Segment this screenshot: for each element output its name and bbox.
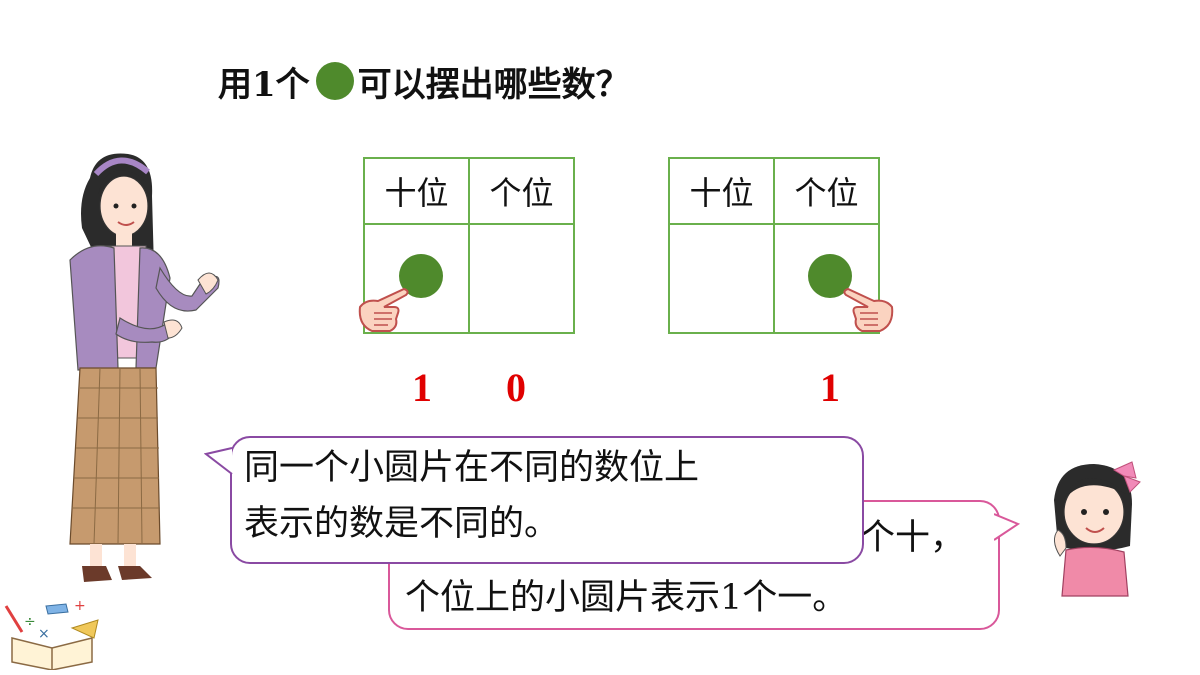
teacher-bubble-line-2: 表示的数是不同的。 xyxy=(244,504,560,544)
column-divider xyxy=(468,159,470,332)
digit-tens-table-1: 1 xyxy=(412,365,432,410)
title-prefix: 用1个 xyxy=(218,64,310,105)
girl-illustration xyxy=(1054,461,1141,597)
column-divider xyxy=(773,159,775,332)
page-title: 用1个 可以摆出哪些数？ xyxy=(218,56,630,106)
svg-text:×: × xyxy=(38,626,50,642)
place-value-table-1: 十位 个位 xyxy=(363,157,575,334)
svg-text:÷: ÷ xyxy=(24,614,36,630)
teacher-bubble-line-1: 同一个小圆片在不同的数位上 xyxy=(244,448,700,488)
girl-bubble-tail xyxy=(994,513,1020,541)
tens-header: 十位 xyxy=(384,174,449,212)
math-book-icon: ÷ + × xyxy=(4,598,99,670)
ones-header: 个位 xyxy=(794,174,859,212)
digit-ones-table-1: 0 xyxy=(506,365,526,410)
girl-bubble-line-1: 个十， xyxy=(860,518,966,558)
pointing-hand-icon xyxy=(358,287,409,332)
teacher-speech-bubble xyxy=(230,436,864,564)
teacher-bubble-tail xyxy=(204,447,233,475)
teacher-illustration xyxy=(69,153,220,582)
tens-header: 十位 xyxy=(689,174,754,212)
title-suffix: 可以摆出哪些数？ xyxy=(357,64,630,105)
svg-text:+: + xyxy=(74,598,86,614)
ones-header: 个位 xyxy=(489,174,554,212)
pointing-hand-icon xyxy=(843,287,894,332)
digit-ones-table-2: 1 xyxy=(820,365,840,410)
girl-bubble-line-2: 个位上的小圆片表示1个一。 xyxy=(405,578,848,618)
green-chip-icon xyxy=(315,62,354,100)
